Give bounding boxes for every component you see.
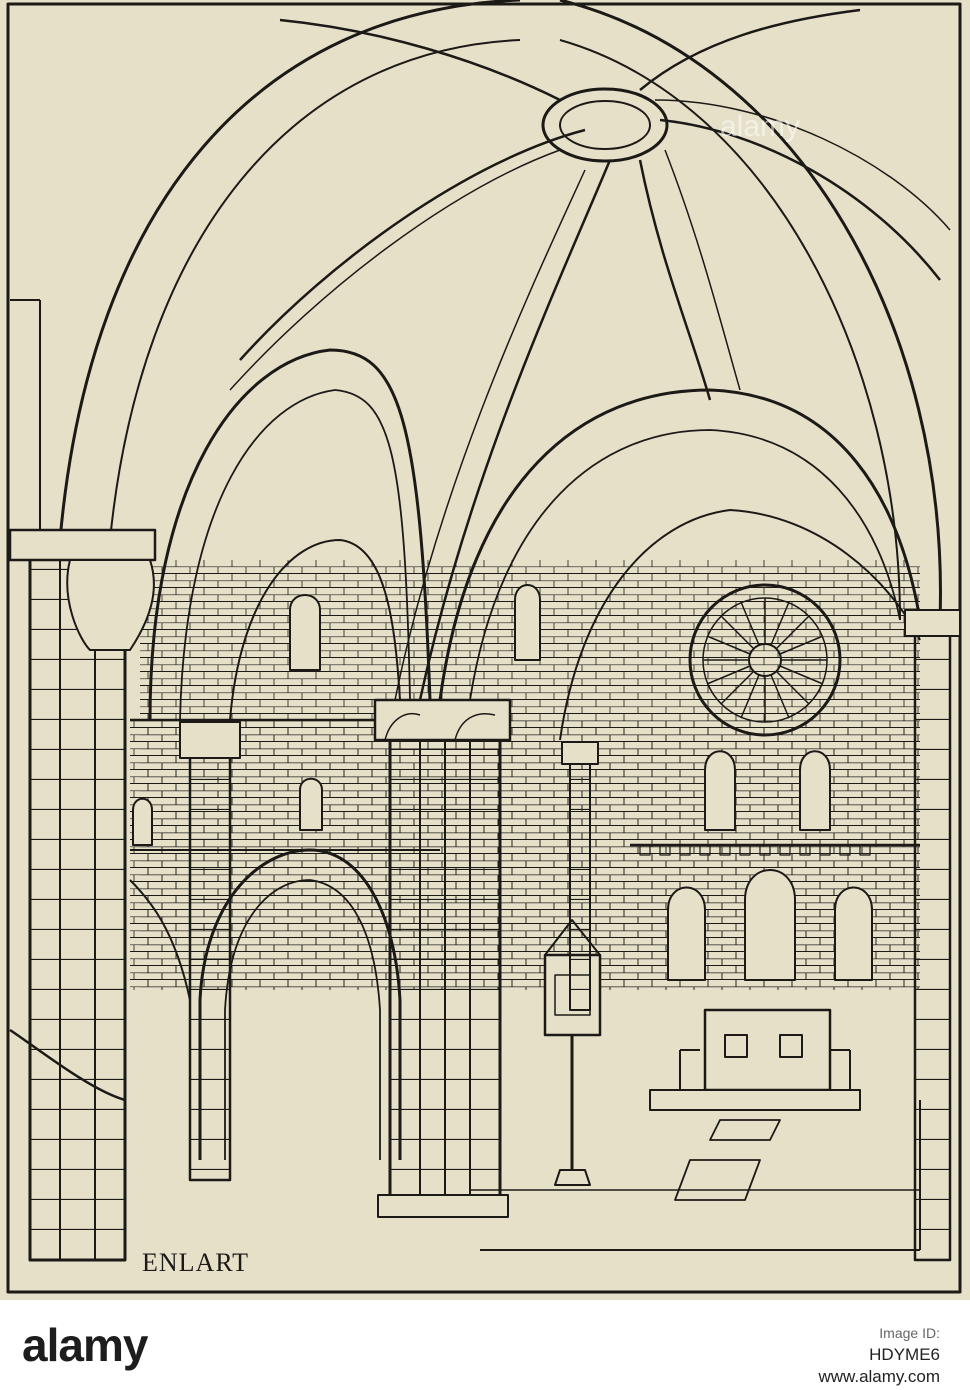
image-id-block: Image ID: HDYME6 www.alamy.com xyxy=(818,1322,940,1388)
illustration-frame: ENLART alamy xyxy=(0,0,970,1300)
site-url[interactable]: www.alamy.com xyxy=(818,1367,940,1386)
alamy-logo[interactable]: alamy xyxy=(22,1318,242,1372)
footer-bar: alamy Image ID: HDYME6 www.alamy.com xyxy=(0,1300,970,1390)
vaulted-interior-drawing xyxy=(6,0,962,1294)
image-id-label: Image ID: xyxy=(879,1325,940,1341)
altar xyxy=(703,1008,832,1092)
rose-window xyxy=(688,583,842,737)
vault-boss xyxy=(541,87,669,163)
image-id-value: HDYME6 xyxy=(869,1345,940,1364)
artist-signature: ENLART xyxy=(142,1248,249,1277)
logo-text: alamy xyxy=(22,1319,148,1371)
